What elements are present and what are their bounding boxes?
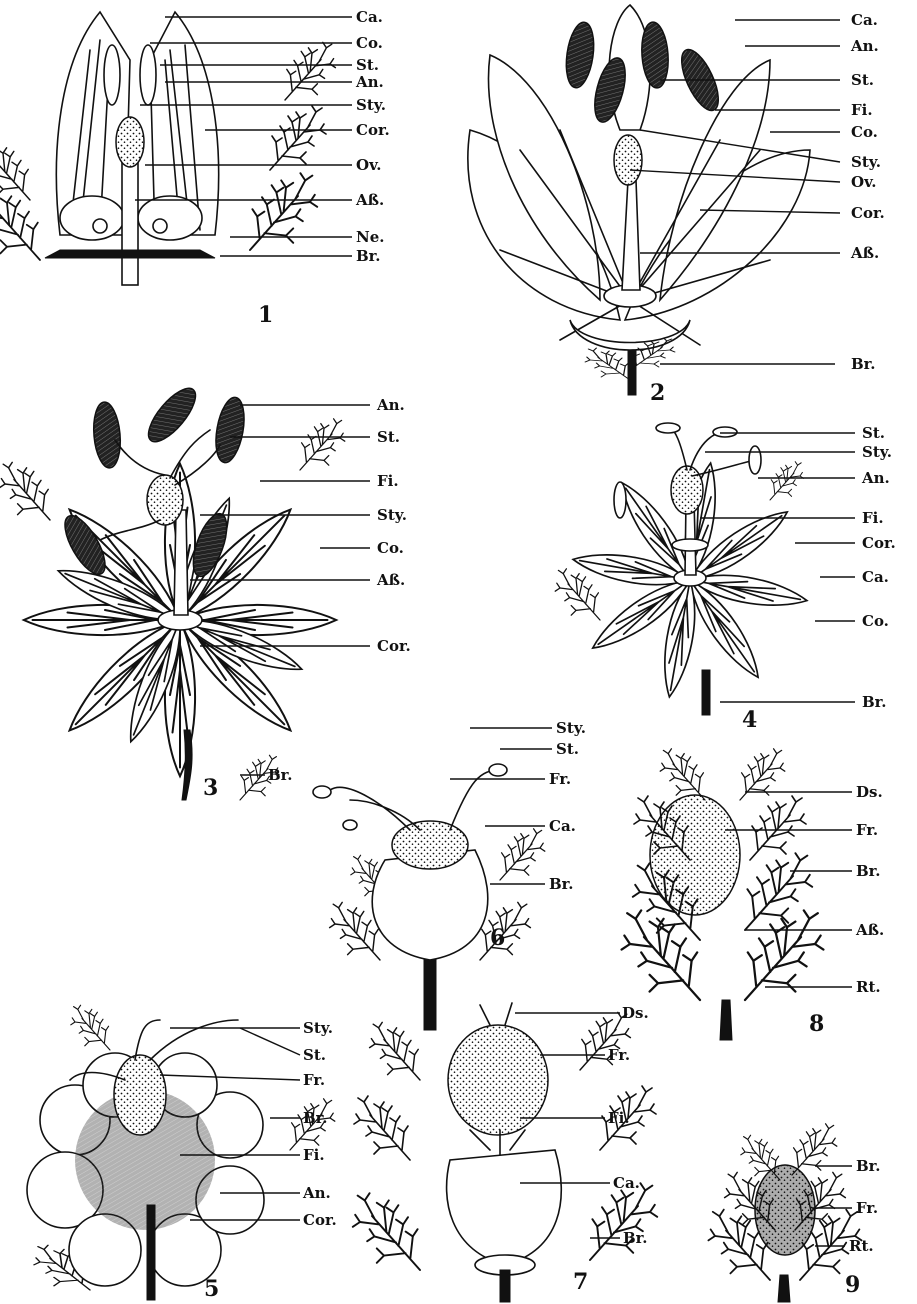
fig7-label-4: Ca. (613, 1174, 640, 1192)
figure-2-drawing (468, 5, 810, 395)
fig8-label-5: Rt. (856, 978, 881, 996)
fig3-label-8: Br. (268, 766, 292, 784)
fig8-label-3: Br. (856, 862, 880, 880)
fig1-label-9: Ne. (356, 228, 384, 246)
fig1-label-3: St. (356, 56, 379, 74)
fig6-label-5: Br. (549, 875, 573, 893)
fig3-label-1: An. (376, 396, 405, 414)
fig1-label-8: Aß. (355, 191, 384, 209)
fig4-label-3: An. (861, 469, 890, 487)
fig5-label-5: Fi. (303, 1146, 325, 1164)
fig2-label-8: Cor. (851, 204, 885, 222)
fig2-label-4: Fi. (851, 101, 873, 119)
fig4-label-7: Co. (862, 612, 889, 630)
fig1-label-5: Sty. (356, 96, 386, 114)
fig9-label-2: Fr. (856, 1199, 878, 1217)
fig7-label-1: Ds. (622, 1004, 649, 1022)
fig3-label-4: Sty. (377, 506, 407, 524)
fig3-label-3: Fi. (377, 472, 399, 490)
fig1-label-1: Ca. (356, 8, 383, 26)
figure-4-drawing (555, 423, 809, 715)
figure-number-1: 1 (258, 302, 273, 328)
figure-3-drawing (0, 381, 345, 800)
fig3-label-2: St. (377, 428, 400, 446)
fig4-label-4: Fi. (862, 509, 884, 527)
fig3-label-6: Aß. (376, 571, 405, 589)
fig9-label-3: Rt. (849, 1237, 874, 1255)
fig5-label-1: Sty. (303, 1019, 333, 1037)
figure-6-drawing (313, 764, 545, 1030)
fig8-label-1: Ds. (856, 783, 883, 801)
fig2-label-5: Co. (851, 123, 878, 141)
figure-number-8: 8 (809, 1011, 824, 1037)
fig2-label-10: Br. (851, 355, 875, 373)
figure-number-7: 7 (573, 1269, 588, 1295)
fig6-label-1: Sty. (556, 719, 586, 737)
fig8-label-4: Aß. (855, 921, 884, 939)
fig1-label-2: Co. (356, 34, 383, 52)
fig1-label-4: An. (355, 73, 384, 91)
fig2-label-9: Aß. (850, 244, 879, 262)
figure-number-6: 6 (490, 925, 505, 951)
figure-number-9: 9 (845, 1272, 860, 1298)
fig5-label-4: Br. (303, 1109, 327, 1127)
fig1-label-6: Cor. (356, 121, 390, 139)
fig7-label-2: Fr. (608, 1046, 630, 1064)
fig6-label-4: Ca. (549, 817, 576, 835)
fig4-label-1: St. (862, 424, 885, 442)
fig4-label-2: Sty. (862, 443, 892, 461)
fig1-label-7: Ov. (356, 156, 382, 174)
figure-number-2: 2 (650, 380, 665, 406)
figure-9-drawing (708, 1124, 861, 1302)
fig2-label-1: Ca. (851, 11, 878, 29)
fig2-label-3: St. (851, 71, 874, 89)
fig5-label-3: Fr. (303, 1071, 325, 1089)
fig4-label-6: Ca. (862, 568, 889, 586)
fig5-label-7: Cor. (303, 1211, 337, 1229)
fig2-label-6: Sty. (851, 153, 881, 171)
fig7-label-5: Br. (623, 1229, 647, 1247)
figure-1-drawing (0, 12, 335, 285)
fig9-label-1: Br. (856, 1157, 880, 1175)
figure-number-4: 4 (742, 707, 757, 733)
fig8-label-2: Fr. (856, 821, 878, 839)
figure-number-3: 3 (203, 775, 218, 801)
fig2-label-2: An. (850, 37, 879, 55)
fig3-label-7: Cor. (377, 637, 411, 655)
fig5-label-6: An. (302, 1184, 331, 1202)
fig7-label-3: Fi. (608, 1109, 630, 1127)
figure-number-5: 5 (204, 1276, 219, 1302)
fig1-label-10: Br. (356, 247, 380, 265)
fig2-label-7: Ov. (851, 173, 877, 191)
fig4-label-8: Br. (862, 693, 886, 711)
fig5-label-2: St. (303, 1046, 326, 1064)
fig6-label-3: Fr. (549, 770, 571, 788)
fig3-label-5: Co. (377, 539, 404, 557)
fig4-label-5: Cor. (862, 534, 896, 552)
fig6-label-2: St. (556, 740, 579, 758)
